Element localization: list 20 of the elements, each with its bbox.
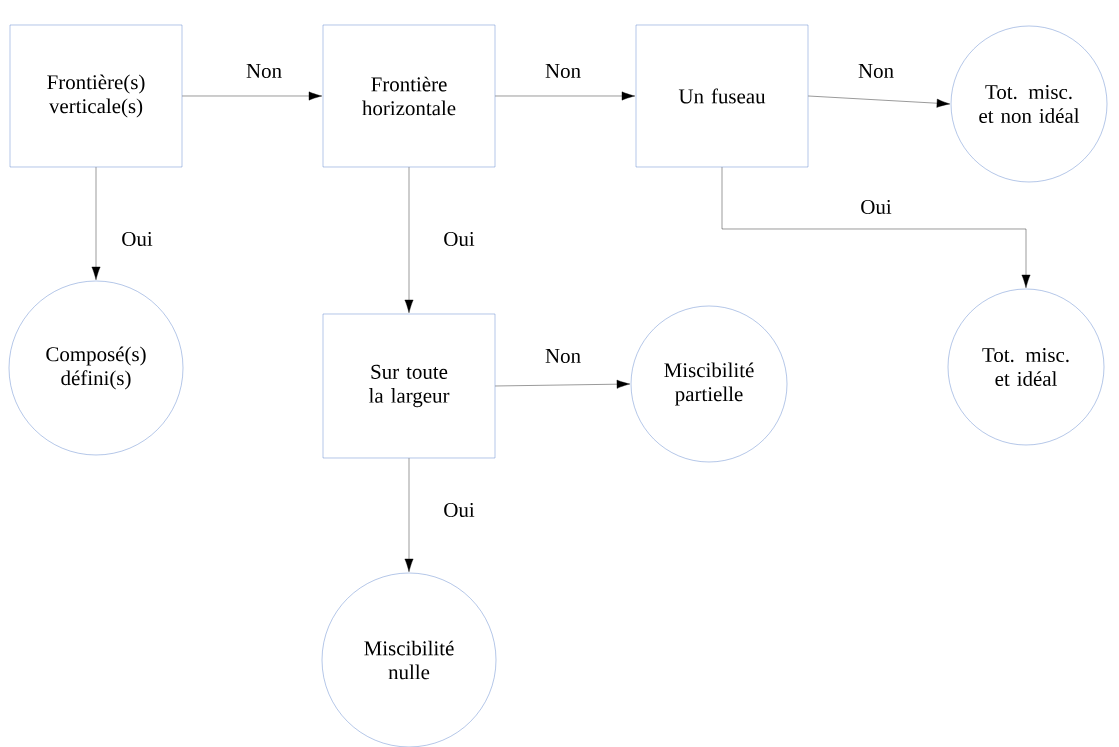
edge-label: Oui <box>120 230 154 248</box>
arrow <box>808 95 951 108</box>
edge-label: Oui <box>442 230 476 248</box>
edge-label: Oui <box>859 198 893 216</box>
edge-label: Oui <box>442 501 476 518</box>
process-box: Frontière(s) verticale(s) <box>9 24 183 168</box>
arrow <box>721 167 1031 289</box>
arrow <box>404 458 414 573</box>
arrow <box>404 167 414 314</box>
arrow <box>495 91 636 101</box>
arrow <box>91 167 101 281</box>
arrow <box>495 379 631 389</box>
edge-label: Non <box>544 348 582 364</box>
process-box: Un fuseau <box>635 24 809 168</box>
edge-label: Non <box>245 63 283 79</box>
edge-label: Non <box>857 63 895 79</box>
edge-label: Non <box>544 63 582 79</box>
process-box: Sur toute la largeur <box>322 313 496 459</box>
process-box: Frontière horizontale <box>322 24 496 168</box>
arrow <box>182 91 323 101</box>
